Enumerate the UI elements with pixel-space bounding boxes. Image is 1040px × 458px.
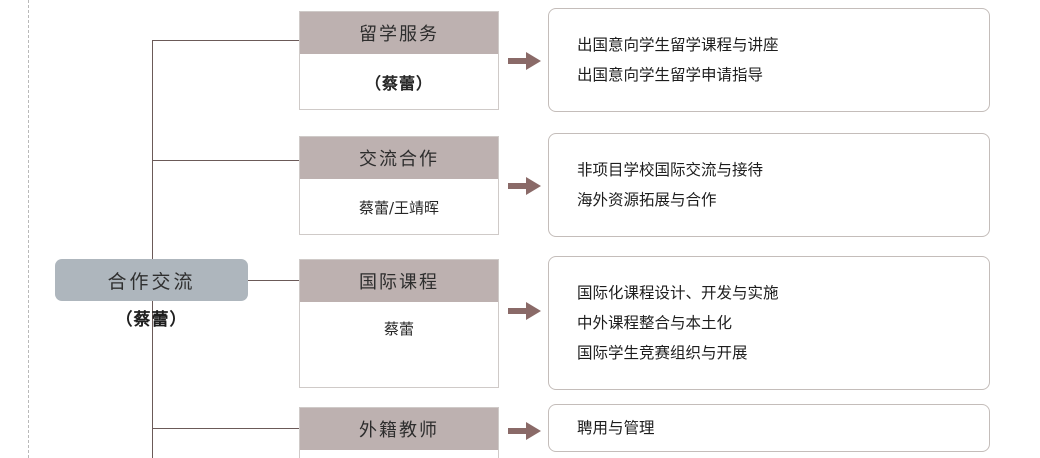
content-box-3[interactable]: 国际化课程设计、开发与实施 中外课程整合与本土化 国际学生竞赛组织与开展 [548,256,990,390]
branch-box-1[interactable]: 留学服务 （蔡蕾） [299,11,499,110]
page-margin-guide-left [28,0,29,458]
branch-connector-1 [152,40,299,41]
trunk-connector [152,40,153,458]
branch-connector-2 [152,160,299,161]
duty-item: 聘用与管理 [577,419,655,437]
branch-owner-2: 蔡蕾/王靖晖 [358,198,440,217]
root-node-label: 合作交流 [107,270,196,293]
branch-title-3: 国际课程 [300,260,498,302]
duty-item: 国际化课程设计、开发与实施 [577,284,779,302]
branch-title-4: 外籍教师 [300,408,498,450]
duty-item: 非项目学校国际交流与接待 [577,161,764,179]
duty-item: 国际学生竞赛组织与开展 [577,344,748,362]
branch-owner-4 [300,450,498,458]
arrow-right-icon [508,52,541,70]
branch-title-1: 留学服务 [300,12,498,54]
arrow-right-icon [508,422,541,440]
branch-owner-1: （蔡蕾） [364,74,433,93]
duty-item: 出国意向学生留学申请指导 [577,66,764,84]
branch-connector-3 [248,280,299,281]
root-node-owner: （蔡蕾） [115,310,188,330]
content-box-2[interactable]: 非项目学校国际交流与接待 海外资源拓展与合作 [548,133,990,237]
branch-box-2[interactable]: 交流合作 蔡蕾/王靖晖 [299,136,499,235]
duty-item: 中外课程整合与本土化 [577,314,733,332]
root-node[interactable]: 合作交流 [55,259,248,301]
duty-item: 海外资源拓展与合作 [577,191,717,209]
arrow-right-icon [508,177,541,195]
content-box-4[interactable]: 聘用与管理 [548,404,990,452]
branch-box-3[interactable]: 国际课程 蔡蕾 [299,259,499,388]
branch-title-2: 交流合作 [300,137,498,179]
branch-connector-4 [152,428,299,429]
branch-box-4[interactable]: 外籍教师 [299,407,499,458]
content-box-1[interactable]: 出国意向学生留学课程与讲座 出国意向学生留学申请指导 [548,8,990,112]
arrow-right-icon [508,302,541,320]
branch-owner-3: 蔡蕾 [383,320,414,338]
duty-item: 出国意向学生留学课程与讲座 [577,36,779,54]
